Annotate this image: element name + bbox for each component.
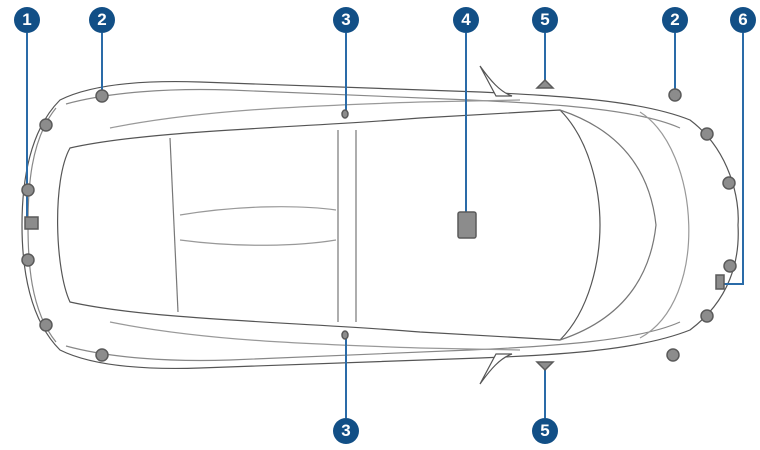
callout-5-top: 5 (532, 7, 558, 33)
callout-2-front: 2 (89, 7, 115, 33)
leader-lines (26, 33, 744, 418)
callout-1: 1 (14, 7, 40, 33)
callout-4: 4 (453, 7, 479, 33)
callout-3-bottom: 3 (333, 418, 359, 444)
callout-6: 6 (730, 7, 756, 33)
sensors (21, 78, 737, 372)
callout-5-bottom: 5 (532, 418, 558, 444)
callout-3-top: 3 (333, 7, 359, 33)
callout-2-rear: 2 (662, 7, 688, 33)
